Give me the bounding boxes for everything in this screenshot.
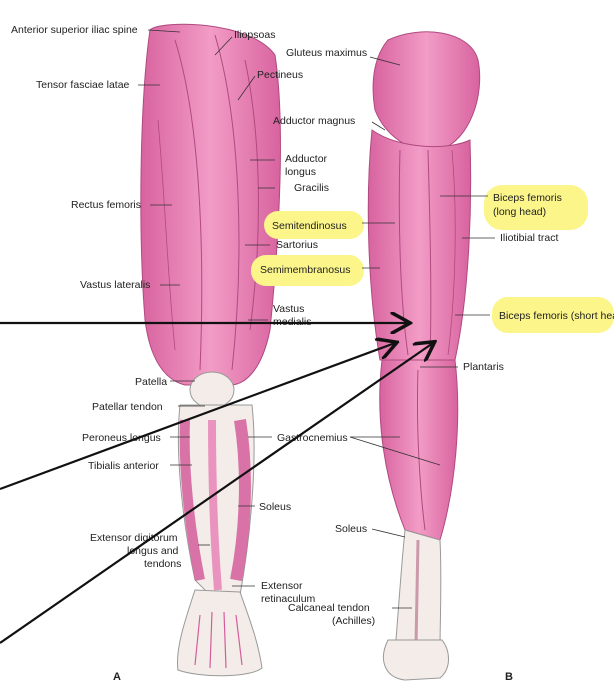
- label-asis: Anterior superior iliac spine: [11, 24, 138, 36]
- label-vastus-lateralis: Vastus lateralis: [80, 279, 150, 291]
- label-biceps-long-2: (long head): [493, 206, 546, 218]
- label-patellar-tendon: Patellar tendon: [92, 401, 163, 413]
- label-tibialis-anterior: Tibialis anterior: [88, 460, 159, 472]
- panel-letter-b: B: [505, 671, 513, 683]
- heel: [383, 640, 448, 680]
- label-tfl: Tensor fasciae latae: [36, 79, 130, 91]
- label-biceps-long-1: Biceps femoris: [493, 192, 562, 204]
- label-semitendinosus: Semitendinosus: [272, 220, 347, 232]
- label-vastus-medialis-1: Vastus: [273, 303, 304, 315]
- label-edl-1: Extensor digitorum: [90, 532, 178, 544]
- label-iliotibial-tract: Iliotibial tract: [500, 232, 558, 244]
- label-soleus-b: Soleus: [335, 523, 367, 535]
- label-calcaneal-2: (Achilles): [332, 615, 375, 627]
- label-adductor-magnus: Adductor magnus: [273, 115, 355, 127]
- label-edl-2: longus and: [127, 545, 179, 557]
- patella: [190, 372, 234, 408]
- label-semimembranosus: Semimembranosus: [260, 264, 350, 276]
- label-adductor-longus-1: Adductor: [285, 153, 328, 165]
- label-calcaneal-1: Calcaneal tendon: [288, 602, 370, 614]
- label-ext-ret-1: Extensor: [261, 580, 303, 592]
- label-patella: Patella: [135, 376, 167, 388]
- label-gracilis: Gracilis: [294, 182, 329, 194]
- gluteus-maximus: [373, 32, 480, 151]
- label-plantaris: Plantaris: [463, 361, 504, 373]
- label-soleus-a: Soleus: [259, 501, 291, 513]
- label-rectus-femoris: Rectus femoris: [71, 199, 141, 211]
- anterior-leg-illustration: [141, 24, 281, 676]
- label-sartorius: Sartorius: [276, 239, 318, 251]
- posterior-leg-illustration: [368, 32, 479, 680]
- label-gastrocnemius-a: Gastrocnemius: [277, 432, 348, 444]
- label-edl-3: tendons: [144, 558, 181, 570]
- label-gluteus-maximus: Gluteus maximus: [286, 47, 367, 59]
- panel-letter-a: A: [113, 671, 121, 683]
- label-pectineus: Pectineus: [257, 69, 303, 81]
- label-iliopsoas: Iliopsoas: [234, 29, 275, 41]
- anterior-foot: [177, 590, 262, 676]
- label-biceps-short: Biceps femoris (short head): [499, 310, 614, 322]
- label-adductor-longus-2: longus: [285, 166, 316, 178]
